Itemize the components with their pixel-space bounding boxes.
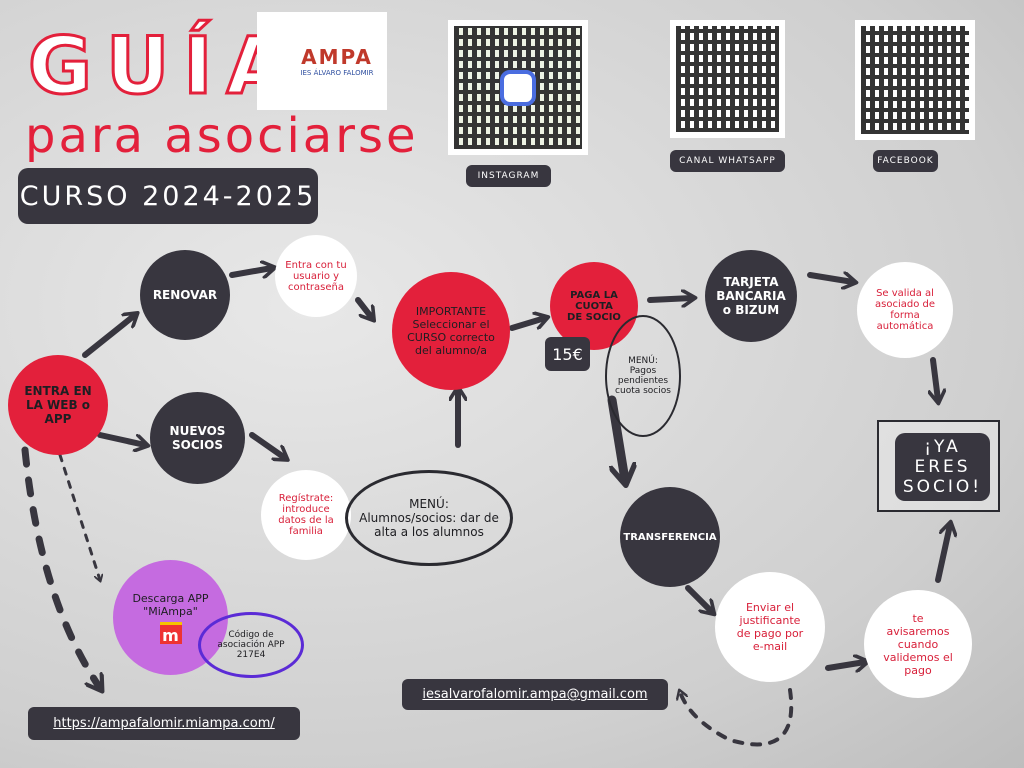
instagram-icon [500,70,536,106]
email-link[interactable]: iesalvarofalomir.ampa@gmail.com [402,679,668,710]
code-label: Código de asociación APP [217,630,285,650]
menu-students-ellipse: MENÚ: Alumnos/socios: dar de alta a los … [345,470,513,566]
arrow [685,585,712,612]
arrow [825,662,865,668]
facebook-qr[interactable] [855,20,975,140]
price-badge: 15€ [545,337,590,371]
arrow [680,688,794,747]
step-login: Entra con tu usuario y contraseña [275,235,357,317]
step-start: ENTRA EN LA WEB o APP [8,355,108,455]
code-value: 217E4 [236,650,266,660]
title-guia: GUÍA [27,21,301,114]
ampa-logo: AMPA IES ÁLVARO FALOMIR [257,12,387,110]
menu-text: Pagos pendientes cuota socios [615,366,671,396]
facebook-label: FACEBOOK [873,150,938,172]
step-send-receipt: Enviar el justificante de pago por e-mai… [715,572,825,682]
arrow [21,446,100,688]
course-badge: CURSO 2024-2025 [18,168,318,224]
arrow [935,525,950,583]
step-transfer: TRANSFERENCIA [620,487,720,587]
app-code-ellipse: Código de asociación APP 217E4 [198,612,304,678]
instagram-label: INSTAGRAM [466,165,551,187]
arrow [58,453,100,580]
arrow [933,357,938,400]
arrow [249,432,285,458]
logo-name: AMPA [301,45,373,69]
arrow [355,297,372,318]
website-link[interactable]: https://ampafalomir.miampa.com/ [28,707,300,740]
arrow [647,298,692,300]
arrow [82,315,135,358]
step-renovar: RENOVAR [140,250,230,340]
menu-text: Alumnos/socios: dar de alta a los alumno… [359,511,499,539]
menu-pay-ellipse: MENÚ: Pagos pendientes cuota socios [605,315,681,437]
menu-title: MENÚ: [409,497,449,511]
step-card-bizum: TARJETA BANCARIA o BIZUM [705,250,797,342]
arrow [509,318,545,331]
arrow [807,275,853,282]
step-auto-validate: Se valida al asociado de forma automátic… [857,262,953,358]
done-badge: ¡YA ERES SOCIO! [895,433,990,501]
whatsapp-qr[interactable] [670,20,785,138]
download-text: Descarga APP "MiAmpa" [132,591,209,618]
arrow [229,268,272,275]
title-subtitle: para asociarse [25,108,419,164]
step-register: Regístrate: introduce datos de la famili… [261,470,351,560]
logo-school: IES ÁLVARO FALOMIR [300,69,374,77]
arrow [97,432,145,445]
whatsapp-label: CANAL WHATSAPP [670,150,785,172]
step-important: IMPORTANTE Seleccionar el CURSO correcto… [392,272,510,390]
menu-title: MENÚ: [628,356,658,366]
miampa-app-icon: m [159,621,182,645]
step-notify: te avisaremos cuando validemos el pago [864,590,972,698]
step-nuevos-socios: NUEVOS SOCIOS [150,392,245,484]
